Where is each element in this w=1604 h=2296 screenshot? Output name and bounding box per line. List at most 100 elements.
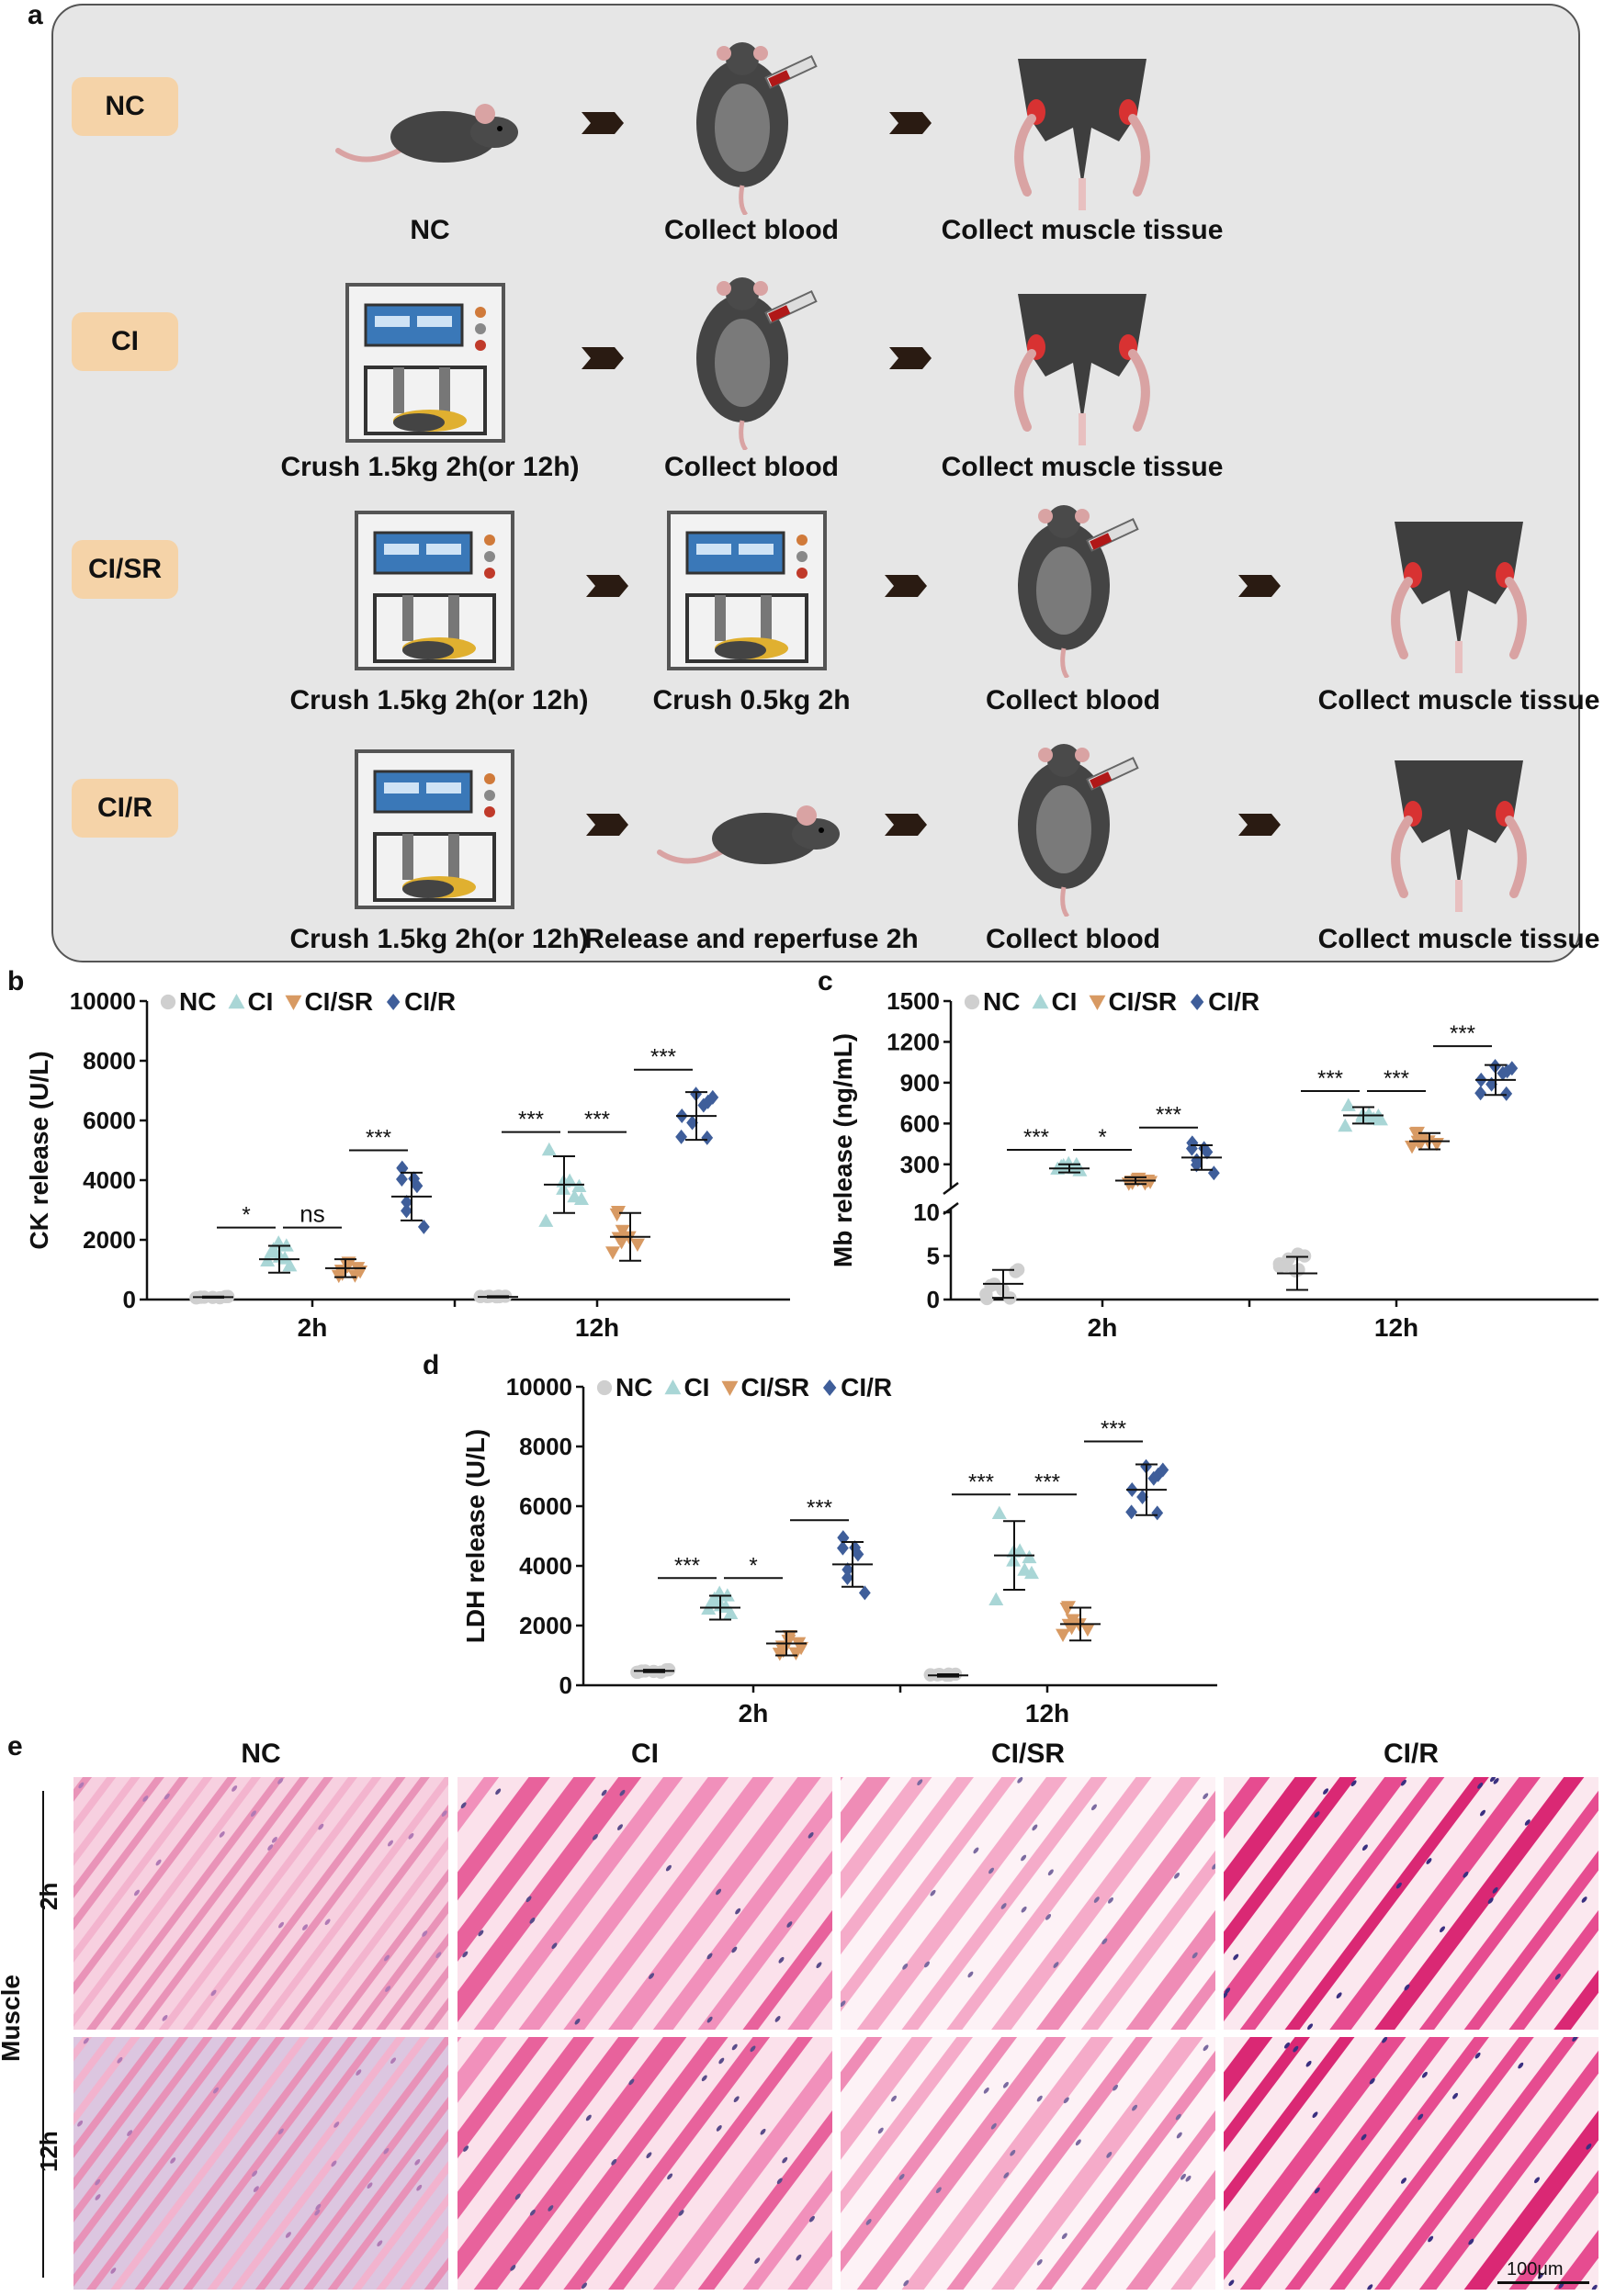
row-label-2h: 2h	[35, 1882, 62, 1910]
step-caption: Release and reperfuse 2h	[584, 924, 919, 954]
arrow-icon	[582, 112, 624, 134]
data-point	[1136, 1490, 1148, 1505]
legend-label: NC	[983, 987, 1020, 1016]
data-point	[794, 1641, 809, 1656]
step-caption: Crush 1.5kg 2h(or 12h)	[289, 685, 589, 715]
step-caption: Collect blood	[986, 924, 1160, 954]
data-point	[1022, 1549, 1037, 1564]
data-point	[541, 1142, 557, 1156]
step-caption: Collect muscle tissue	[1317, 685, 1600, 715]
legend-marker	[1089, 995, 1106, 1010]
data-point	[1151, 1505, 1164, 1521]
blood-collection-icon	[1018, 744, 1139, 917]
step-caption: Collect muscle tissue	[1317, 924, 1600, 954]
data-point	[408, 1171, 421, 1187]
data-point	[718, 1599, 734, 1614]
data-point	[837, 1530, 850, 1546]
legend-label: NC	[179, 987, 216, 1016]
step-caption: NC	[410, 215, 450, 245]
data-point	[706, 1089, 719, 1105]
panel-label-a: a	[28, 0, 43, 30]
panel-label-c: c	[818, 966, 833, 996]
muscle-tissue-icon	[1014, 294, 1150, 445]
x-tick-label: 12h	[1025, 1699, 1069, 1727]
y-axis-label: Mb release (ng/mL)	[829, 1033, 857, 1267]
histology-column-title: NC	[241, 1739, 281, 1769]
significance-label: ***	[674, 1553, 700, 1578]
significance-label: ns	[299, 1200, 324, 1228]
scale-bar-label: 100μm	[1507, 2259, 1564, 2279]
significance-label: ***	[1317, 1066, 1343, 1091]
data-point	[1506, 1061, 1519, 1076]
data-point	[1474, 1086, 1486, 1101]
data-point	[675, 1129, 687, 1144]
he-stained-muscle-image	[1224, 2037, 1598, 2290]
data-point	[605, 1246, 621, 1260]
data-point	[282, 1258, 298, 1272]
y-tick-label: 10	[913, 1199, 940, 1226]
data-point	[719, 1588, 735, 1602]
legend-marker	[1190, 994, 1204, 1010]
arrow-icon	[582, 347, 624, 369]
data-point	[702, 1094, 715, 1109]
data-point	[417, 1219, 430, 1234]
data-point	[1338, 1118, 1353, 1132]
arrow-icon	[1238, 814, 1281, 836]
significance-label: ***	[366, 1125, 391, 1150]
legend-label: CI/SR	[740, 1373, 809, 1401]
data-point	[396, 1161, 409, 1176]
data-point	[1143, 1176, 1158, 1189]
data-point	[538, 1213, 554, 1227]
data-point	[1157, 1462, 1169, 1478]
legend-label: CI/R	[1208, 987, 1259, 1016]
y-tick-label: 1500	[887, 987, 940, 1015]
he-stained-muscle-image	[73, 2037, 448, 2290]
y-axis-label: LDH release (U/L)	[461, 1429, 490, 1643]
row-label-12h: 12h	[35, 2131, 62, 2172]
data-point	[1079, 1623, 1095, 1638]
data-point	[1125, 1504, 1137, 1520]
crush-device-icon	[355, 749, 514, 909]
x-tick-label: 2h	[739, 1699, 769, 1727]
data-point	[1500, 1086, 1513, 1101]
y-tick-label: 8000	[519, 1433, 572, 1460]
y-tick-label: 2000	[83, 1226, 136, 1254]
data-point	[984, 1278, 998, 1293]
data-point	[1012, 1543, 1028, 1557]
crush-device-icon	[355, 511, 514, 670]
y-tick-label: 10000	[506, 1373, 572, 1401]
significance-label: ***	[1101, 1416, 1126, 1441]
data-point	[610, 1206, 626, 1220]
data-point	[401, 1203, 412, 1219]
significance-label: ***	[807, 1495, 832, 1520]
data-point	[629, 1238, 645, 1253]
data-point	[401, 1195, 413, 1210]
step-caption: Collect blood	[986, 685, 1160, 715]
data-point	[277, 1251, 293, 1265]
histology-column-title: CI/SR	[990, 1739, 1066, 1769]
he-stained-muscle-image	[457, 1777, 832, 2030]
step-caption: Crush 1.5kg 2h(or 12h)	[280, 452, 580, 482]
legend-label: CI	[683, 1373, 709, 1401]
legend-marker	[822, 1379, 837, 1396]
significance-label: ***	[968, 1469, 994, 1494]
arrow-icon	[885, 575, 927, 597]
data-point	[1186, 1135, 1199, 1151]
panel-label-e: e	[7, 1731, 23, 1761]
legend-label: CI	[1051, 987, 1077, 1016]
significance-label: ***	[1384, 1066, 1409, 1091]
data-point	[614, 1235, 629, 1250]
y-tick-label: 0	[927, 1286, 940, 1313]
scale-bar-line	[1497, 2281, 1589, 2284]
y-tick-label: 300	[900, 1151, 940, 1178]
data-point	[1017, 1562, 1033, 1576]
arrow-icon	[889, 347, 932, 369]
legend-label: CI/R	[841, 1373, 892, 1401]
legend-label: NC	[616, 1373, 652, 1401]
data-point	[842, 1562, 854, 1578]
data-point	[1064, 1621, 1079, 1636]
mouse-icon	[657, 805, 840, 864]
significance-label: ***	[650, 1045, 676, 1070]
